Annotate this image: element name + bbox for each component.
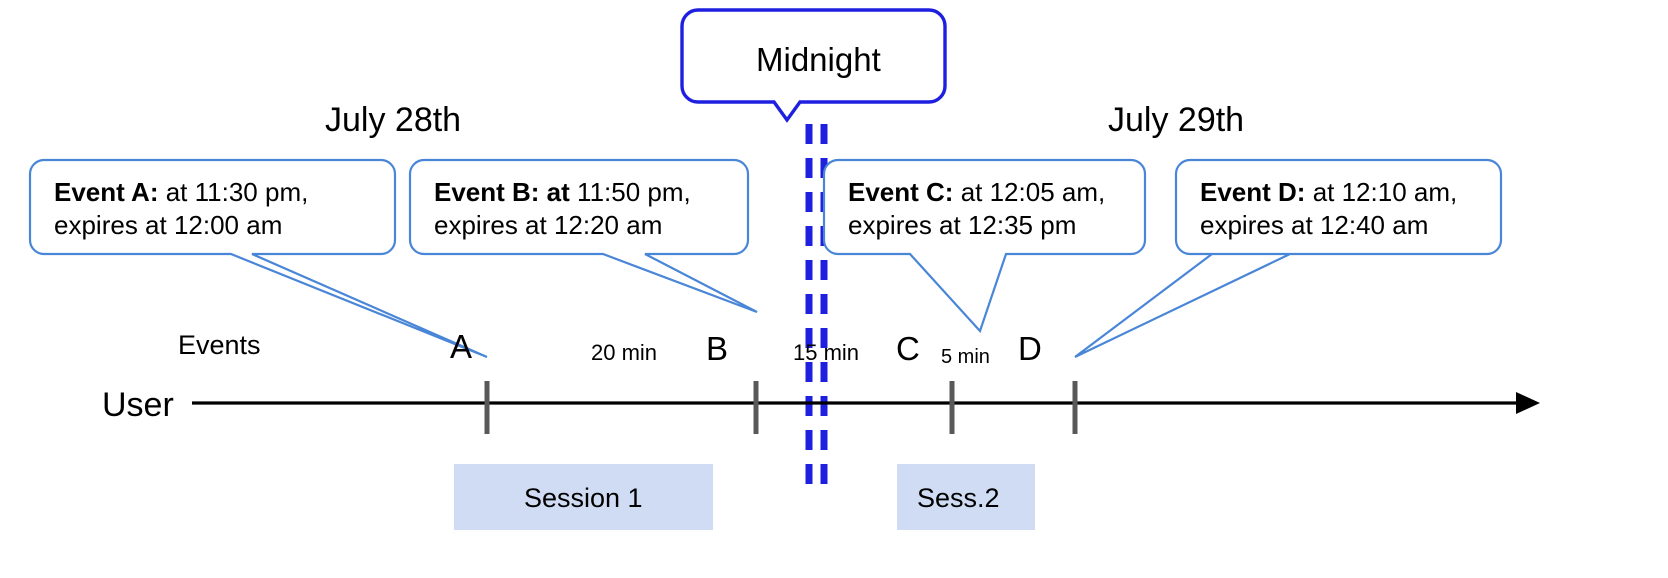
event-d-bold-label: Event D:	[1200, 177, 1306, 207]
event-c-line2: expires at 12:35 pm	[848, 210, 1077, 241]
events-row-label: Events	[178, 330, 261, 360]
event-d-callout-text: Event D: at 12:10 am, expires at 12:40 a…	[1200, 176, 1457, 243]
event-b-callout-shape	[408, 158, 758, 314]
event-c-bold-label: Event C:	[848, 177, 954, 207]
midnight-label: Midnight	[756, 41, 881, 78]
event-a-line1-rest: at 11:30 pm,	[158, 177, 309, 207]
session-2-label: Sess.2	[917, 483, 1000, 513]
event-marker-label-b: B	[706, 330, 729, 367]
event-a-callout-text: Event A: at 11:30 pm, expires at 12:00 a…	[54, 176, 308, 243]
session-1-box	[454, 464, 713, 530]
event-d-line1-rest: at 12:10 am,	[1305, 177, 1458, 207]
event-d-callout-shape	[1074, 158, 1503, 358]
event-c-callout-text: Event C: at 12:05 am, expires at 12:35 p…	[848, 176, 1105, 243]
gap-label-c-d: 5 min	[941, 346, 990, 368]
event-b-line1-rest: 11:50 pm,	[569, 177, 691, 207]
timeline-arrowhead	[1516, 392, 1540, 414]
event-c-line1-rest: at 12:05 am,	[953, 177, 1106, 207]
event-a-bold-label: Event A:	[54, 177, 159, 207]
event-marker-label-a: A	[450, 328, 473, 365]
session-2-box	[897, 464, 1035, 530]
user-row-label: User	[102, 386, 174, 424]
gap-label-a-b: 20 min	[591, 340, 658, 365]
session-1-label: Session 1	[524, 483, 643, 513]
date-label-july-28: July 28th	[325, 101, 462, 139]
event-a-line2: expires at 12:00 am	[54, 210, 283, 241]
event-a-callout-shape	[28, 158, 488, 359]
event-c-callout-shape	[822, 158, 1147, 334]
gap-label-b-c: 15 min	[793, 340, 860, 365]
event-marker-label-c: C	[896, 330, 920, 367]
event-b-callout-text: Event B: at 11:50 pm, expires at 12:20 a…	[434, 176, 691, 243]
event-b-line2: expires at 12:20 am	[434, 210, 663, 241]
event-d-line2: expires at 12:40 am	[1200, 210, 1429, 241]
event-marker-label-d: D	[1018, 330, 1042, 367]
date-label-july-29: July 29th	[1108, 101, 1245, 139]
midnight-callout-shape	[680, 8, 947, 123]
event-b-bold-label: Event B: at	[434, 177, 570, 207]
